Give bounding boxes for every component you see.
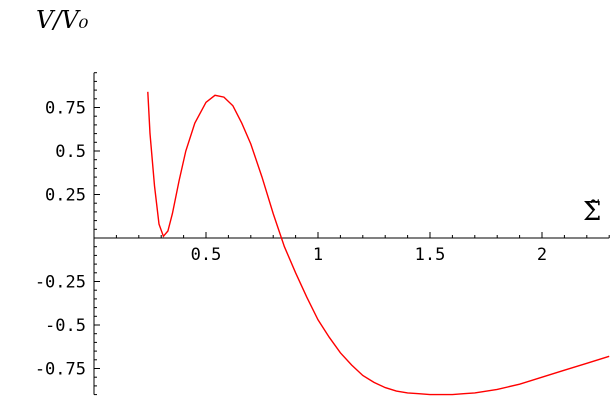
y-tick-label: 0.5 [55,142,86,162]
y-tick-label: -0.25 [35,273,86,293]
axes [93,72,610,395]
y-axis-title: V/V₀ [36,6,89,34]
y-tick-label: 0.75 [45,99,86,119]
y-tick-label: -0.75 [35,360,86,380]
x-tick-label: 1 [313,245,323,265]
ticks [94,72,610,396]
y-tick-label: 0.25 [45,186,86,206]
tick-labels: 0.5 1 1.5 2 0.75 0.5 0.25 -0.25 -0.5 -0.75 [35,99,547,380]
potential-curve [147,91,610,396]
y-tick-label: -0.5 [45,316,86,336]
x-axis-title: Σ̃ [583,197,601,227]
series-layer [147,91,610,396]
x-tick-label: 1.5 [415,245,446,265]
x-tick-label: 2 [537,245,547,265]
x-tick-label: 0.5 [191,245,222,265]
